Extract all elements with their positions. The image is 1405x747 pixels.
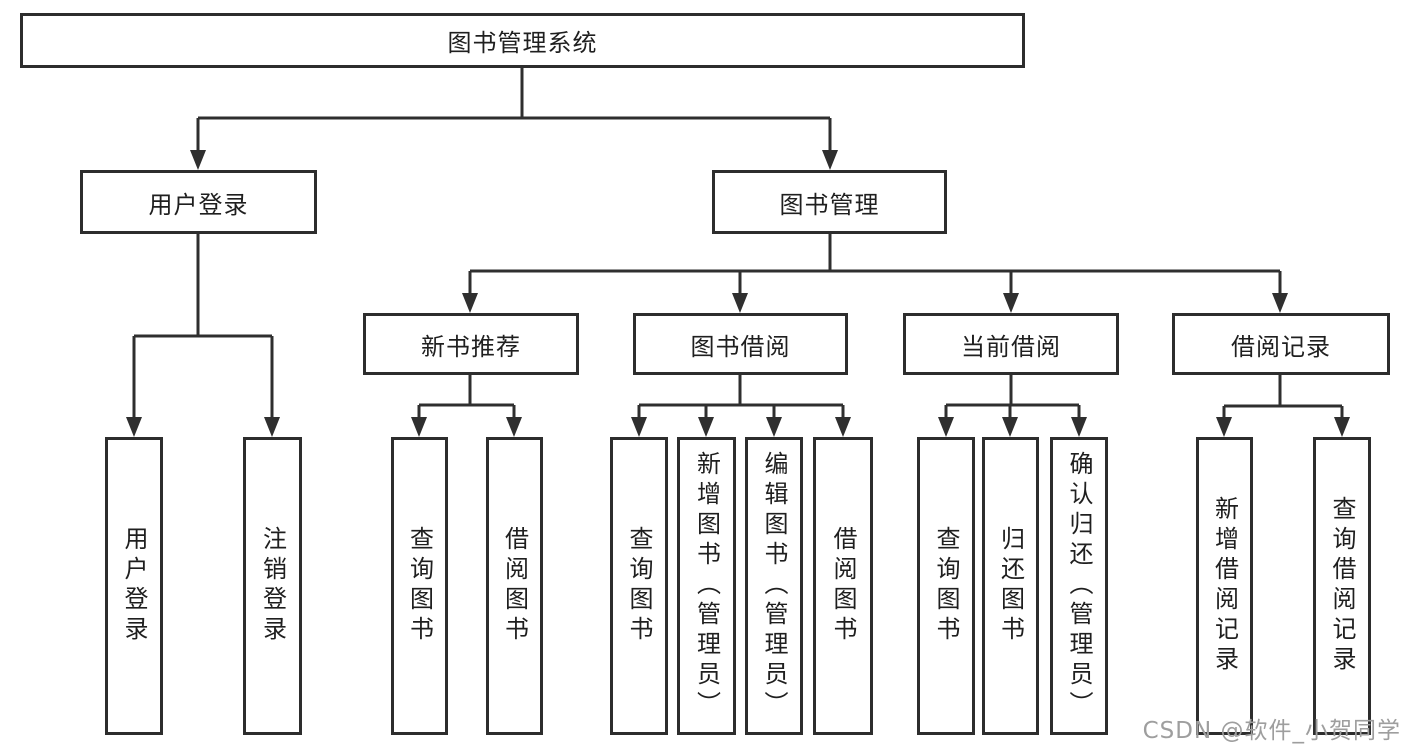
node-query-books-borrowing: 查询图书: [610, 437, 668, 735]
node-new-book-recommend: 新书推荐: [363, 313, 579, 375]
node-label: 用户登录: [148, 190, 249, 219]
node-book-management: 图书管理: [712, 170, 947, 234]
node-label: 用户登录: [120, 526, 148, 646]
node-label: 确认归还（管理员）: [1065, 451, 1093, 721]
connector-current-borrowing-children: [938, 375, 1087, 437]
node-library-management-system: 图书管理系统: [20, 13, 1025, 68]
node-label: 新书推荐: [421, 332, 521, 361]
node-user-login-leaf: 用户登录: [105, 437, 163, 735]
node-add-borrow-record: 新增借阅记录: [1196, 437, 1253, 735]
node-label: 图书管理系统: [447, 29, 598, 57]
csdn-watermark: CSDN @软件_小贺同学: [1142, 718, 1401, 744]
node-confirm-return-admin: 确认归还（管理员）: [1050, 437, 1108, 735]
node-label: 新增借阅记录: [1210, 496, 1239, 676]
node-return-book: 归还图书: [982, 437, 1039, 735]
node-user-login: 用户登录: [80, 170, 317, 234]
node-label: 当前借阅: [961, 332, 1061, 361]
connector-book-management-children: [462, 234, 1288, 313]
node-label: 借阅图书: [829, 526, 857, 646]
node-add-book-admin: 新增图书（管理员）: [677, 437, 736, 735]
node-query-borrow-record: 查询借阅记录: [1313, 437, 1371, 735]
node-logout: 注销登录: [243, 437, 302, 735]
node-label: 归还图书: [996, 526, 1025, 646]
connector-root-to-level2: [190, 68, 838, 170]
node-label: 图书借阅: [690, 332, 791, 361]
node-label: 注销登录: [258, 526, 287, 646]
node-label: 借阅图书: [500, 526, 529, 646]
node-label: 借阅记录: [1231, 332, 1331, 361]
node-edit-book-admin: 编辑图书（管理员）: [745, 437, 803, 735]
node-label: 图书管理: [779, 190, 880, 219]
connector-book-borrowing-children: [631, 375, 851, 437]
node-current-borrowing: 当前借阅: [903, 313, 1119, 375]
node-label: 查询借阅记录: [1328, 496, 1356, 676]
node-label: 编辑图书（管理员）: [760, 451, 788, 721]
node-book-borrowing: 图书借阅: [633, 313, 848, 375]
node-label: 查询图书: [405, 526, 434, 646]
node-label: 新增图书（管理员）: [692, 451, 721, 721]
node-borrow-books-recommend: 借阅图书: [486, 437, 543, 735]
node-query-books-recommend: 查询图书: [391, 437, 448, 735]
node-label: 查询图书: [625, 526, 653, 646]
node-borrow-records: 借阅记录: [1172, 313, 1390, 375]
connector-borrow-records-children: [1216, 375, 1350, 437]
node-label: 查询图书: [932, 526, 960, 646]
connector-user-login-children: [126, 234, 280, 437]
node-borrow-books-borrowing: 借阅图书: [813, 437, 873, 735]
connector-new-book-recommend-children: [411, 375, 522, 437]
node-query-books-current: 查询图书: [917, 437, 975, 735]
